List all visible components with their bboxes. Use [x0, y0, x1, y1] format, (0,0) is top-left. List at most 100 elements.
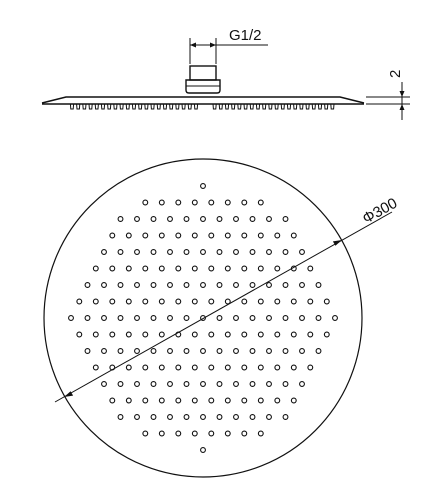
- nozzle-tip: [299, 103, 304, 110]
- nozzle-tip: [76, 103, 81, 110]
- nozzle-tip: [181, 103, 186, 110]
- plate-top-edge: [41, 96, 365, 104]
- nozzle-hole: [167, 315, 173, 321]
- shower-plate-side: [41, 96, 365, 110]
- diameter-dimension-line: [54, 211, 393, 403]
- nozzle-hole: [266, 216, 272, 222]
- nozzle-hole: [290, 364, 297, 371]
- nozzle-tip: [243, 103, 248, 110]
- nozzle-tip: [144, 103, 149, 110]
- nozzle-hole: [109, 397, 116, 404]
- nozzle-hole: [183, 216, 190, 222]
- nozzle-hole: [117, 348, 124, 354]
- nozzle-hole: [257, 265, 264, 272]
- thickness-arrow-bottom: [399, 104, 405, 110]
- nozzle-hole: [233, 249, 239, 255]
- nozzle-hole: [158, 397, 165, 404]
- nozzle-hole: [332, 315, 338, 321]
- nozzle-hole: [142, 364, 149, 371]
- nozzle-hole: [200, 414, 206, 420]
- nozzle-hole: [175, 397, 182, 404]
- nozzle-hole: [257, 298, 264, 305]
- nozzle-holes: [68, 183, 338, 453]
- nozzle-tip: [268, 103, 273, 110]
- nozzle-hole: [266, 414, 272, 420]
- nozzle-hole: [307, 265, 314, 272]
- nozzle-hole: [216, 282, 223, 288]
- nozzle-hole: [200, 381, 206, 387]
- nozzle-hole: [266, 282, 272, 288]
- nozzle-hole: [92, 364, 99, 371]
- nozzle-tip: [187, 103, 192, 110]
- nozzle-hole: [183, 381, 190, 387]
- nozzle-hole: [150, 249, 157, 255]
- nozzle-hole: [249, 282, 256, 288]
- nozzle-hole: [274, 265, 281, 272]
- nozzle-tip: [280, 103, 285, 110]
- nozzle-hole: [299, 315, 305, 321]
- nozzle-hole: [200, 216, 206, 222]
- diameter-arrow-right: [332, 240, 342, 246]
- nozzle-hole: [175, 265, 182, 272]
- nozzle-hole: [92, 298, 99, 305]
- nozzle-hole: [224, 364, 231, 371]
- nozzle-hole: [158, 430, 165, 437]
- nozzle-tip: [175, 103, 180, 110]
- nozzle-hole: [257, 331, 264, 338]
- nozzle-tip: [169, 103, 174, 110]
- nozzle-tip: [107, 103, 112, 110]
- nozzle-hole: [101, 348, 107, 354]
- nozzle-hole: [200, 447, 206, 453]
- nozzle-hole: [158, 199, 165, 206]
- nozzle-hole: [216, 381, 223, 387]
- nozzle-hole: [175, 364, 182, 371]
- diameter-arrow-left: [64, 391, 74, 397]
- nozzle-hole: [282, 381, 289, 387]
- nozzle-hole: [216, 348, 223, 354]
- nozzle-hole: [249, 348, 256, 354]
- nozzle-hole: [233, 216, 239, 222]
- nozzle-hole: [241, 397, 248, 404]
- nozzle-hole: [233, 282, 239, 288]
- nozzle-hole: [307, 298, 314, 305]
- nozzle-hole: [158, 232, 165, 239]
- nozzle-hole: [274, 364, 281, 371]
- nozzle-hole: [175, 298, 182, 305]
- nozzle-hole: [224, 298, 231, 305]
- nozzle-hole: [92, 265, 99, 272]
- nozzle-hole: [134, 315, 140, 321]
- nozzle-hole: [134, 348, 140, 354]
- nozzle-hole: [101, 282, 107, 288]
- diameter-dimension: Φ300: [54, 195, 400, 403]
- nozzle-hole: [125, 232, 132, 239]
- nozzle-hole: [249, 216, 256, 222]
- nozzle-tip: [274, 103, 279, 110]
- nozzle-hole: [216, 315, 223, 321]
- nozzle-hole: [233, 315, 239, 321]
- nozzle-tip: [324, 103, 329, 110]
- nozzle-hole: [233, 414, 239, 420]
- nozzle-hole: [216, 249, 223, 255]
- nozzle-hole: [282, 414, 289, 420]
- nozzle-hole: [233, 381, 239, 387]
- nozzle-hole: [109, 331, 116, 338]
- nozzle-hole: [224, 199, 231, 206]
- side-view: G1/2 2: [41, 27, 410, 120]
- nozzle-tip: [193, 103, 199, 110]
- nozzle-hole: [241, 232, 248, 239]
- nozzle-hole: [224, 397, 231, 404]
- nozzle-hole: [191, 397, 198, 404]
- nozzle-hole: [150, 414, 157, 420]
- nozzle-hole: [84, 348, 91, 354]
- nozzle-tip: [113, 103, 118, 110]
- top-view: Φ300: [43, 158, 400, 478]
- nozzle-hole: [208, 265, 215, 272]
- nozzle-hole: [257, 232, 264, 239]
- nozzle-hole: [299, 348, 305, 354]
- nozzle-hole: [233, 348, 239, 354]
- nozzle-hole: [315, 348, 322, 354]
- nozzle-tip: [131, 103, 137, 110]
- nozzle-hole: [274, 298, 281, 305]
- nozzle-tip: [82, 103, 87, 110]
